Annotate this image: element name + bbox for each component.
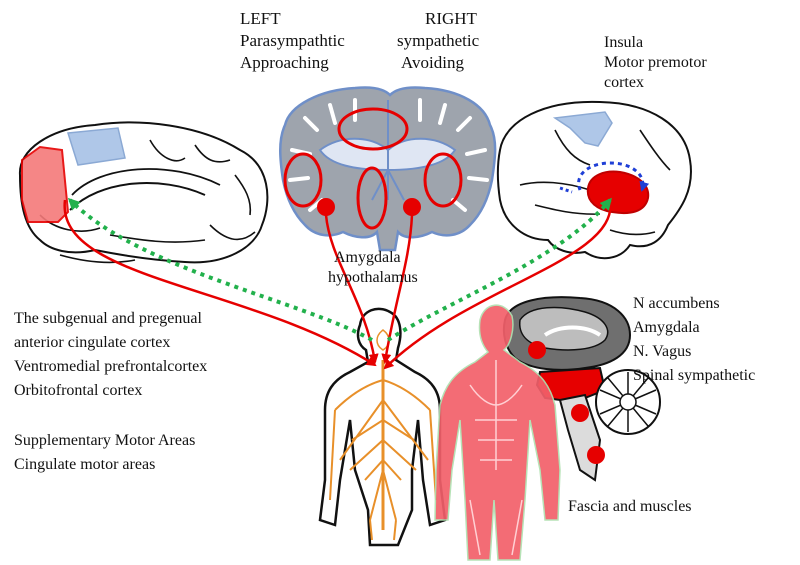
lateral-brain — [496, 100, 692, 260]
insula-label: Insula Motor premotor cortex — [604, 33, 707, 93]
left-label-2: Parasympathtic — [240, 31, 345, 50]
right-label-2: sympathetic — [397, 31, 480, 50]
brainstem-cerebellum — [502, 296, 661, 482]
motor-areas-text-block: Supplementary Motor Areas Cingulate moto… — [14, 429, 195, 477]
center-label-1: Amygdala — [334, 249, 401, 266]
right-label-1: RIGHT — [425, 9, 477, 28]
fascia-muscles-label: Fascia and muscles — [568, 498, 692, 515]
medial-brain — [18, 121, 269, 264]
brainstem-label-2: Amygdala — [633, 319, 700, 336]
center-label-2: hypothalamus — [328, 269, 418, 286]
cortex-text-4: Orbitofrontal cortex — [14, 382, 143, 399]
cortex-text-2: anterior cingulate cortex — [14, 334, 171, 351]
left-label-3: Approaching — [240, 53, 329, 72]
left-hemisphere-label: LEFT Parasympathtic Approaching — [240, 8, 345, 74]
left-label-1: LEFT — [240, 9, 281, 28]
insula-label-2: Motor premotor — [604, 54, 707, 71]
green-dotted-arrows — [67, 197, 612, 342]
cortex-text-1: The subgenual and pregenual — [14, 310, 202, 327]
right-label-3: Avoiding — [401, 53, 464, 72]
coronal-section — [279, 86, 497, 252]
motor-text-2: Cingulate motor areas — [14, 456, 156, 473]
motor-text-1: Supplementary Motor Areas — [14, 432, 196, 449]
amygdala-hypothalamus-label: Amygdala hypothalamus — [328, 248, 418, 288]
muscle-figure — [434, 304, 561, 561]
brainstem-label-3: N. Vagus — [633, 343, 692, 360]
brainstem-label-1: N accumbens — [633, 295, 720, 312]
cortex-text-block: The subgenual and pregenual anterior cin… — [14, 307, 207, 403]
brainstem-labels: N accumbens Amygdala N. Vagus Spinal sym… — [633, 292, 755, 388]
cortex-text-3: Ventromedial prefrontalcortex — [14, 358, 208, 375]
right-hemisphere-label: RIGHT sympathetic Avoiding — [397, 8, 479, 74]
brainstem-label-4: Spinal sympathetic — [633, 367, 756, 384]
insula-label-1: Insula — [604, 34, 644, 51]
insula-label-3: cortex — [604, 74, 644, 91]
